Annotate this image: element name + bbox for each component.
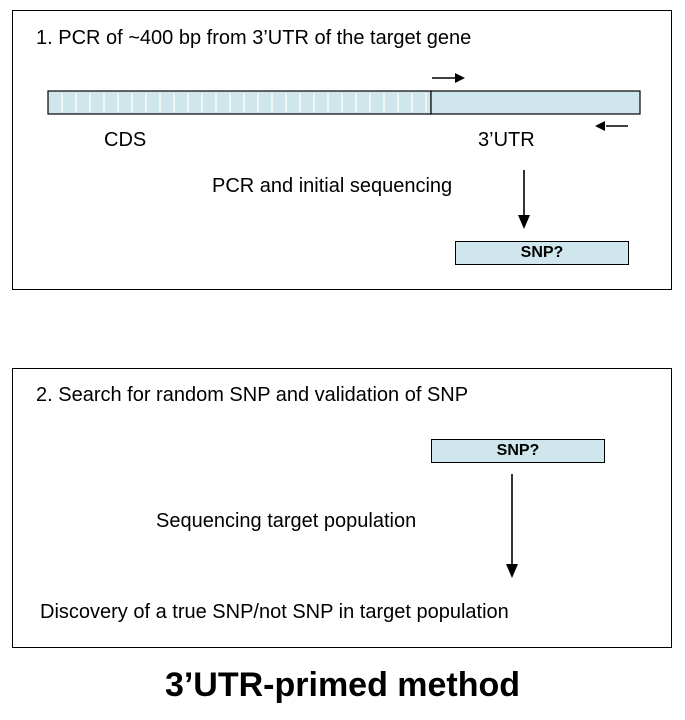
cds-label: CDS (104, 129, 147, 151)
panel2-heading: 2. Search for random SNP and validation … (36, 384, 469, 406)
forward-primer-arrow (432, 73, 465, 83)
gene-bar (47, 90, 641, 115)
panel1-heading: 1. PCR of ~400 bp from 3’UTR of the targ… (36, 27, 472, 49)
utr-label: 3’UTR (478, 129, 535, 151)
figure-caption: 3’UTR-primed method (164, 666, 521, 704)
snp-candidate-box: SNP? (455, 241, 629, 265)
panel-validation-step (12, 368, 672, 648)
cds-segment (47, 90, 432, 115)
snp-candidate-box-2: SNP? (431, 439, 605, 463)
panel-pcr-step (12, 10, 672, 290)
reverse-primer-arrow (595, 121, 628, 131)
pcr-sequencing-label: PCR and initial sequencing (212, 175, 453, 197)
utr-segment (430, 90, 641, 115)
cds-stripes (61, 93, 427, 112)
snp-discovery-label: Discovery of a true SNP/not SNP in targe… (40, 601, 509, 623)
sequencing-arrow (518, 170, 530, 229)
population-sequencing-label: Sequencing target population (156, 510, 417, 532)
population-arrow (506, 474, 518, 578)
